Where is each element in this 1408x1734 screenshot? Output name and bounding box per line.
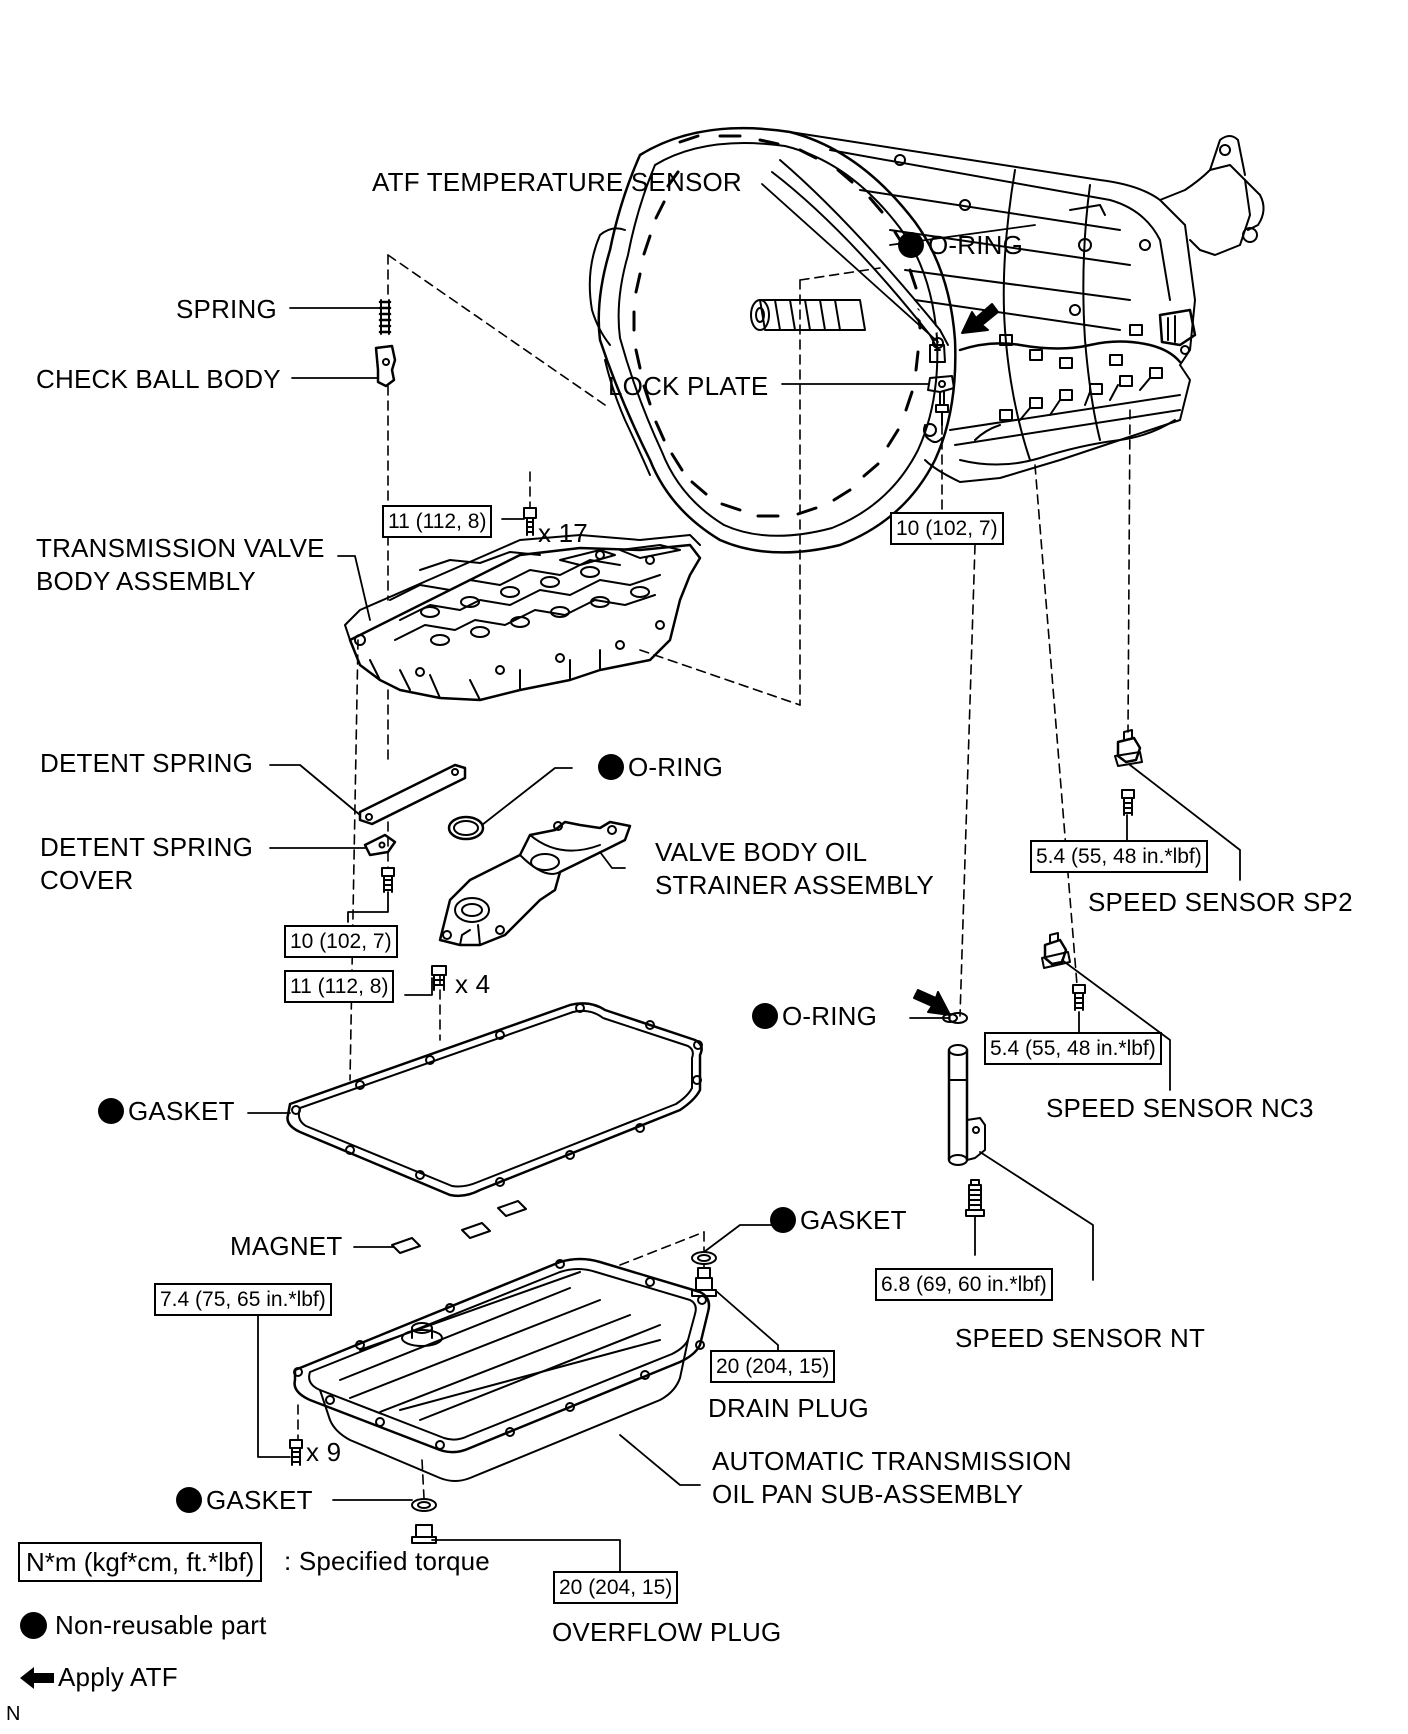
label-detent-spring: DETENT SPRING — [40, 748, 254, 778]
label-oil-pan-line2: OIL PAN SUB-ASSEMBLY — [712, 1479, 1024, 1509]
transmission-case-drawing — [588, 126, 1265, 554]
label-gasket-pan: GASKET — [98, 1095, 235, 1128]
label-transmission-valve-body-line2: BODY ASSEMBLY — [36, 566, 256, 596]
label-valve-body-oil-strainer-line1: VALVE BODY OIL — [655, 837, 868, 867]
sp2-bolt-drawing — [1121, 789, 1135, 816]
label-magnet: MAGNET — [230, 1231, 343, 1261]
speed-sensor-sp2-drawing — [1114, 729, 1143, 767]
non-reusable-icon — [598, 754, 624, 780]
nc3-bolt-drawing — [1072, 984, 1086, 1011]
torque-strainer-bolts: 11 (112, 8) — [284, 970, 395, 1003]
torque-valve-body-bolts: 11 (112, 8) — [382, 505, 493, 538]
torque-lock-plate-bolt: 10 (102, 7) — [890, 512, 1004, 545]
filled-circle-icon — [20, 1612, 47, 1639]
label-check-ball-body: CHECK BALL BODY — [36, 364, 281, 394]
corner-code: N — [6, 1703, 21, 1725]
label-gasket-drain-text: GASKET — [800, 1205, 907, 1235]
strainer-bolt-drawing — [431, 965, 447, 991]
drain-plug-drawing — [691, 1251, 717, 1297]
label-qty-9: x 9 — [306, 1437, 342, 1467]
check-ball-body-drawing — [374, 344, 397, 388]
torque-drain-plug: 20 (204, 15) — [710, 1350, 836, 1383]
torque-nc3-bolt: 5.4 (55, 48 in.*lbf) — [984, 1032, 1162, 1065]
oil-strainer-drawing — [438, 820, 632, 947]
torque-sp2-bolt: 5.4 (55, 48 in.*lbf) — [1030, 840, 1208, 873]
speed-sensor-nc3-drawing — [1041, 932, 1071, 969]
non-reusable-icon — [898, 232, 924, 258]
legend-torque-unit: N*m (kgf*cm, ft.*lbf) — [18, 1542, 263, 1582]
label-o-ring-middle: O-RING — [598, 751, 723, 784]
label-overflow-plug: OVERFLOW PLUG — [552, 1617, 782, 1647]
label-o-ring-top-text: O-RING — [928, 230, 1024, 260]
label-atf-temperature-sensor: ATF TEMPERATURE SENSOR — [372, 167, 742, 197]
speed-sensor-nt-drawing — [947, 1012, 986, 1166]
label-detent-spring-cover: DETENT SPRING COVER — [40, 831, 253, 897]
detent-spring-drawing — [358, 763, 467, 826]
legend-apply-atf-text: Apply ATF — [58, 1662, 178, 1692]
label-o-ring-right-text: O-RING — [782, 1001, 878, 1031]
magnet-drawing — [391, 1200, 527, 1254]
spring-drawing — [378, 299, 392, 335]
overflow-plug-drawing — [411, 1498, 437, 1544]
label-qty-17: x 17 — [538, 518, 588, 548]
label-lock-plate: LOCK PLATE — [608, 371, 769, 401]
valve-body-bolt-drawing — [523, 507, 537, 536]
non-reusable-icon — [176, 1487, 202, 1513]
label-transmission-valve-body: TRANSMISSION VALVE BODY ASSEMBLY — [36, 532, 325, 598]
label-oil-pan-line1: AUTOMATIC TRANSMISSION — [712, 1446, 1072, 1476]
non-reusable-icon — [770, 1207, 796, 1233]
apply-atf-arrow-right — [913, 989, 951, 1016]
label-transmission-valve-body-line1: TRANSMISSION VALVE — [36, 533, 325, 563]
label-speed-sensor-sp2: SPEED SENSOR SP2 — [1088, 887, 1353, 917]
label-gasket-drain: GASKET — [770, 1204, 907, 1237]
detent-spring-cover-drawing — [363, 833, 397, 857]
legend-non-reusable: Non-reusable part — [20, 1609, 267, 1642]
label-gasket-overflow-text: GASKET — [206, 1485, 313, 1515]
label-o-ring-right: O-RING — [752, 1000, 877, 1033]
label-speed-sensor-nt: SPEED SENSOR NT — [955, 1323, 1206, 1353]
legend-non-reusable-text: Non-reusable part — [55, 1610, 267, 1640]
nt-bolt-drawing — [965, 1179, 985, 1217]
label-o-ring-middle-text: O-RING — [628, 752, 724, 782]
legend-apply-atf: Apply ATF — [20, 1661, 178, 1694]
label-oil-pan: AUTOMATIC TRANSMISSION OIL PAN SUB-ASSEM… — [712, 1445, 1072, 1511]
torque-detent-spring-bolt: 10 (102, 7) — [284, 925, 398, 958]
non-reusable-icon — [98, 1098, 124, 1124]
oil-pan-drawing — [293, 1257, 711, 1482]
label-valve-body-oil-strainer-line2: STRAINER ASSEMBLY — [655, 870, 934, 900]
label-gasket-overflow: GASKET — [176, 1484, 313, 1517]
label-detent-spring-cover-line2: COVER — [40, 865, 134, 895]
label-speed-sensor-nc3: SPEED SENSOR NC3 — [1046, 1093, 1314, 1123]
apply-atf-arrow-top — [961, 303, 999, 334]
o-ring-middle-drawing — [447, 815, 485, 841]
pan-gasket-drawing — [286, 1002, 703, 1198]
alignment-lines — [297, 254, 1131, 1499]
label-detent-spring-cover-line1: DETENT SPRING — [40, 832, 254, 862]
oil-pan-bolt-drawing — [289, 1439, 303, 1466]
left-arrow-icon — [20, 1667, 54, 1689]
leader-lines — [247, 183, 1241, 1581]
label-o-ring-top: O-RING — [898, 229, 1023, 262]
label-valve-body-oil-strainer: VALVE BODY OIL STRAINER ASSEMBLY — [655, 836, 934, 902]
non-reusable-icon — [752, 1003, 778, 1029]
lock-plate-drawing — [927, 375, 955, 426]
label-qty-4: x 4 — [455, 969, 491, 999]
legend-torque-desc: : Specified torque — [284, 1546, 490, 1576]
torque-overflow-plug: 20 (204, 15) — [553, 1571, 679, 1604]
label-gasket-pan-text: GASKET — [128, 1096, 235, 1126]
detent-spring-bolt-drawing — [381, 867, 395, 893]
torque-oil-pan-bolts: 7.4 (75, 65 in.*lbf) — [154, 1283, 332, 1316]
valve-body-drawing — [344, 534, 702, 702]
label-drain-plug: DRAIN PLUG — [708, 1393, 869, 1423]
label-spring: SPRING — [176, 294, 277, 324]
torque-nt-bolt: 6.8 (69, 60 in.*lbf) — [875, 1268, 1053, 1301]
